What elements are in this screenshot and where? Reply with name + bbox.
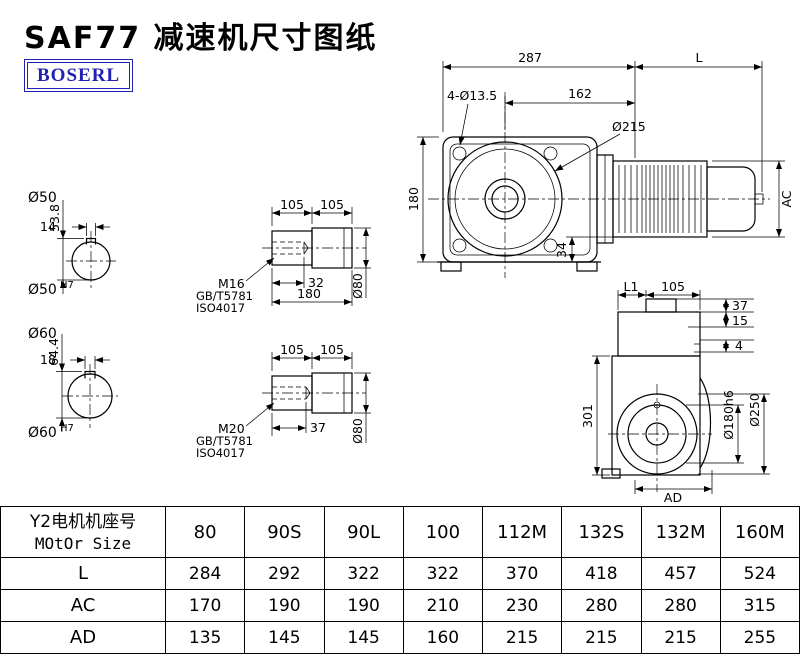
cell-ad-3: 160	[402, 621, 484, 654]
size-col-3: 100	[402, 506, 484, 558]
size-col-1: 90S	[244, 506, 325, 558]
hollow-shaft-50-section: 14 53.8 Ø50 Ø50 H7	[28, 190, 116, 298]
dim-l1-label: L1	[624, 279, 639, 294]
cell-ac-4: 230	[481, 589, 563, 622]
cell-l-4: 370	[481, 557, 563, 590]
size-col-7: 160M	[719, 506, 800, 558]
technical-drawing: 287 L 162 4-Ø13.5 Ø215 180 34	[28, 50, 794, 505]
table-header-cell: Y2电机机座号 MOtOr Size	[0, 506, 166, 558]
standard-gb-label: GB/T5781	[196, 289, 253, 303]
cell-ad-6: 215	[640, 621, 721, 654]
size-col-0: 80	[164, 506, 246, 558]
row-label-ad: AD	[0, 621, 166, 654]
cell-ad-5: 215	[561, 621, 642, 654]
standard-iso-label: ISO4017	[196, 301, 245, 315]
dim-105d-label: 105	[320, 342, 344, 357]
dim-64-4-label: 64.4	[46, 338, 61, 366]
dim-53-8-label: 53.8	[47, 204, 62, 232]
dia-80a-label: Ø80	[350, 273, 365, 299]
bore-60-tolerance-label: H7	[60, 423, 74, 434]
dim-4-label: 4	[735, 338, 743, 353]
dim-37-side-label: 37	[732, 298, 748, 313]
dim-key14-label: 14	[40, 219, 56, 234]
cell-ad-0: 135	[164, 621, 246, 654]
standard-iso2-label: ISO4017	[196, 446, 245, 460]
dim-162-label: 162	[568, 86, 592, 101]
dia-250-label: Ø250	[747, 393, 762, 427]
brand-logo: BOSERL	[24, 59, 134, 92]
dim-105b-label: 105	[320, 197, 344, 212]
dia-60-label: Ø60	[28, 326, 57, 342]
dim-key18-label: 18	[40, 352, 56, 367]
dim-34-label: 34	[554, 242, 569, 258]
table-row-ad: AD 135 145 145 160 215 215 215 255	[0, 621, 800, 654]
cell-l-5: 418	[561, 557, 642, 590]
cell-ac-0: 170	[164, 589, 246, 622]
bore-50-label: Ø50	[28, 282, 57, 298]
cell-ac-2: 190	[323, 589, 404, 622]
table-row-l: L 284 292 322 322 370 418 457 524	[0, 557, 800, 590]
page-title: SAF77 减速机尺寸图纸	[24, 21, 378, 56]
bore-50-tolerance-label: H7	[60, 280, 74, 291]
size-col-6: 132M	[640, 506, 721, 558]
dim-105-side-label: 105	[661, 279, 685, 294]
table-header-row: Y2电机机座号 MOtOr Size 80 90S 90L 100 112M 1…	[0, 506, 800, 558]
cell-l-2: 322	[323, 557, 404, 590]
cell-l-0: 284	[164, 557, 246, 590]
row-label-l: L	[0, 557, 166, 590]
dia-80b-label: Ø80	[350, 418, 365, 444]
thread-m16-label: M16	[218, 276, 245, 291]
cell-ac-3: 210	[402, 589, 484, 622]
gearbox-housing	[437, 136, 601, 272]
cell-l-3: 322	[402, 557, 484, 590]
cell-ad-1: 145	[244, 621, 325, 654]
side-view: L1 105 37 15 4 301 Ø180	[580, 279, 770, 505]
cell-l-6: 457	[640, 557, 721, 590]
dim-180-label: 180	[406, 187, 421, 211]
header-en-label: MOtOr Size	[34, 533, 132, 553]
cell-ad-7: 255	[719, 621, 800, 654]
motor-size-table: Y2电机机座号 MOtOr Size 80 90S 90L 100 112M 1…	[0, 506, 800, 654]
size-col-5: 132S	[561, 506, 642, 558]
dim-l-label: L	[696, 50, 703, 65]
cell-ad-4: 215	[481, 621, 563, 654]
dim-105a-label: 105	[280, 197, 304, 212]
bolt-holes-label: 4-Ø13.5	[447, 88, 497, 103]
cell-ac-6: 280	[640, 589, 721, 622]
dim-ac-label: AC	[779, 190, 794, 207]
standard-gb2-label: GB/T5781	[196, 434, 253, 448]
front-view: 287 L 162 4-Ø13.5 Ø215 180 34	[406, 50, 794, 278]
row-label-ac: AC	[0, 589, 166, 622]
table-row-ac: AC 170 190 190 210 230 280 280 315	[0, 589, 800, 622]
dim-37-thread-label: 37	[310, 420, 326, 435]
shaft-detail-m20: 105 105 M20 GB/T5781 ISO4017 37 Ø80	[196, 342, 371, 460]
dim-15-label: 15	[732, 313, 748, 328]
dia-50-label: Ø50	[28, 190, 57, 206]
dim-180-shaft-label: 180	[297, 286, 321, 301]
thread-m20-label: M20	[218, 421, 245, 436]
dim-301-label: 301	[580, 404, 595, 428]
cell-ac-1: 190	[244, 589, 325, 622]
dim-ad-label: AD	[664, 490, 682, 505]
shaft-detail-m16: 105 105 M16 GB/T5781 ISO4017 32 180 Ø80	[196, 197, 371, 315]
dim-105c-label: 105	[280, 342, 304, 357]
size-col-2: 90L	[323, 506, 404, 558]
dim-287-label: 287	[518, 50, 542, 65]
size-col-4: 112M	[481, 506, 563, 558]
side-view-dimensions: L1 105 37 15 4 301 Ø180	[580, 279, 770, 505]
dim-32-label: 32	[308, 275, 324, 290]
cell-ac-7: 315	[719, 589, 800, 622]
cell-ac-5: 280	[561, 589, 642, 622]
cell-ad-2: 145	[323, 621, 404, 654]
cell-l-1: 292	[244, 557, 325, 590]
dia-215-label: Ø215	[612, 119, 646, 134]
cell-l-7: 524	[719, 557, 800, 590]
brand-logo-text: BOSERL	[37, 65, 121, 86]
header-cn-label: Y2电机机座号	[29, 511, 137, 532]
hollow-shaft-60-section: 18 64.4 Ø60 Ø60 H7	[28, 326, 118, 441]
front-view-dimensions: 287 L 162 4-Ø13.5 Ø215 180 34	[406, 50, 794, 263]
bore-60-label: Ø60	[28, 425, 57, 441]
dia-180h6-label: Ø180h6	[721, 390, 736, 440]
